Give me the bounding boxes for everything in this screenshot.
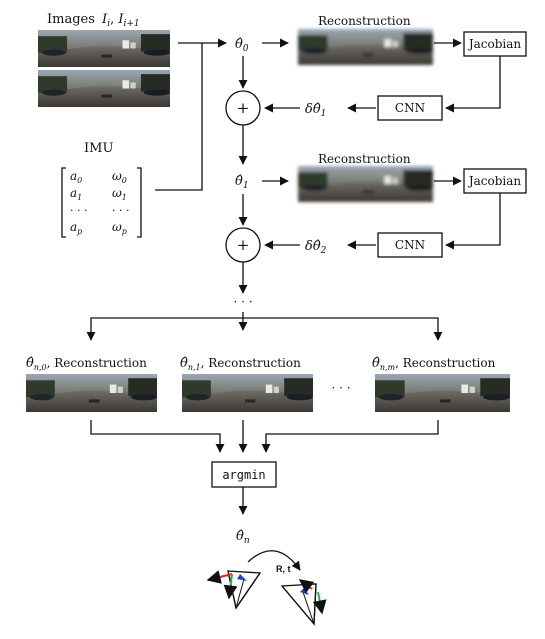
rt-motion-arrow <box>247 550 301 571</box>
camera-frustum-2 <box>280 579 327 626</box>
hypothesis-image-2 <box>375 374 510 412</box>
reconstruction-label-1: Reconstruction <box>318 14 411 28</box>
iteration-ellipsis: · · · <box>233 295 252 309</box>
camera-frustum-1 <box>206 570 262 610</box>
camera2-green-axis <box>312 591 327 615</box>
hypothesis-image-0 <box>26 374 157 412</box>
jacobian-label-1: Jacobian <box>467 37 522 51</box>
cnn-box-2 <box>377 232 443 258</box>
cnn-box-1 <box>377 95 443 121</box>
imu-dots-2: · · · <box>112 204 129 217</box>
camera1-red-axis <box>206 570 233 584</box>
theta0-label: θ̂0 <box>235 37 249 54</box>
hyp0-to-argmin-arrow <box>90 420 225 453</box>
imu-a1: a1 <box>70 186 82 202</box>
jacobian-box-2 <box>463 168 527 194</box>
jacobian-box-1 <box>463 31 527 57</box>
fanout-left-arrow <box>86 317 243 341</box>
hypothesis-label-0: θ̂n,0, Reconstruction <box>26 356 147 372</box>
argmin-label: argmin <box>222 468 265 482</box>
imu-ap: ap <box>70 220 82 236</box>
hypothesis-image-1 <box>182 374 313 412</box>
cnn-label-2: CNN <box>395 238 425 252</box>
jacobian1-to-cnn-arrow <box>445 56 501 113</box>
imu-dots-1: · · · <box>70 204 87 217</box>
delta-theta1-label: δθ̂1 <box>305 102 326 119</box>
hypothesis-label-1: θ̂n,1, Reconstruction <box>180 356 301 372</box>
reconstruction-image-1 <box>298 29 433 65</box>
theta1-label: θ̂1 <box>235 174 249 191</box>
jacobian2-to-cnn-arrow <box>445 193 501 250</box>
sum-symbol-2: + <box>237 236 250 254</box>
fanout-right-arrow <box>243 317 443 341</box>
hypothesis-ellipsis: · · · <box>331 381 350 395</box>
hypothesis-label-2: θ̂n,m, Reconstruction <box>372 356 496 372</box>
input-image-1 <box>38 30 170 67</box>
output-theta-label: θ̂n <box>236 529 250 546</box>
imu-wp: ωp <box>112 220 127 236</box>
rt-label: R, t <box>276 564 291 574</box>
camera2-red-axis <box>298 579 315 594</box>
sum-symbol-1: + <box>237 99 250 117</box>
argmin-box <box>211 461 277 488</box>
imu-label: IMU <box>84 141 113 156</box>
camera1-blue-axis <box>237 574 247 581</box>
jacobian-label-2: Jacobian <box>467 174 522 188</box>
imu-to-theta0-line <box>155 43 203 191</box>
camera1-green-axis <box>223 573 238 600</box>
imu-w1: ω1 <box>112 186 127 202</box>
imu-matrix: a0 a1 · · · ap ω0 ω1 · · · ωp <box>61 167 142 238</box>
delta-theta2-label: δθ̂2 <box>305 239 327 256</box>
imu-w0: ω0 <box>112 169 127 185</box>
reconstruction-label-2: Reconstruction <box>318 152 411 166</box>
hyp2-to-argmin-arrow <box>261 420 439 453</box>
reconstruction-image-2 <box>298 166 433 202</box>
images-label: Images Ii, Ii+1 <box>47 12 140 29</box>
cnn-label-1: CNN <box>395 101 425 115</box>
input-image-2 <box>38 70 170 107</box>
imu-a0: a0 <box>70 169 82 185</box>
